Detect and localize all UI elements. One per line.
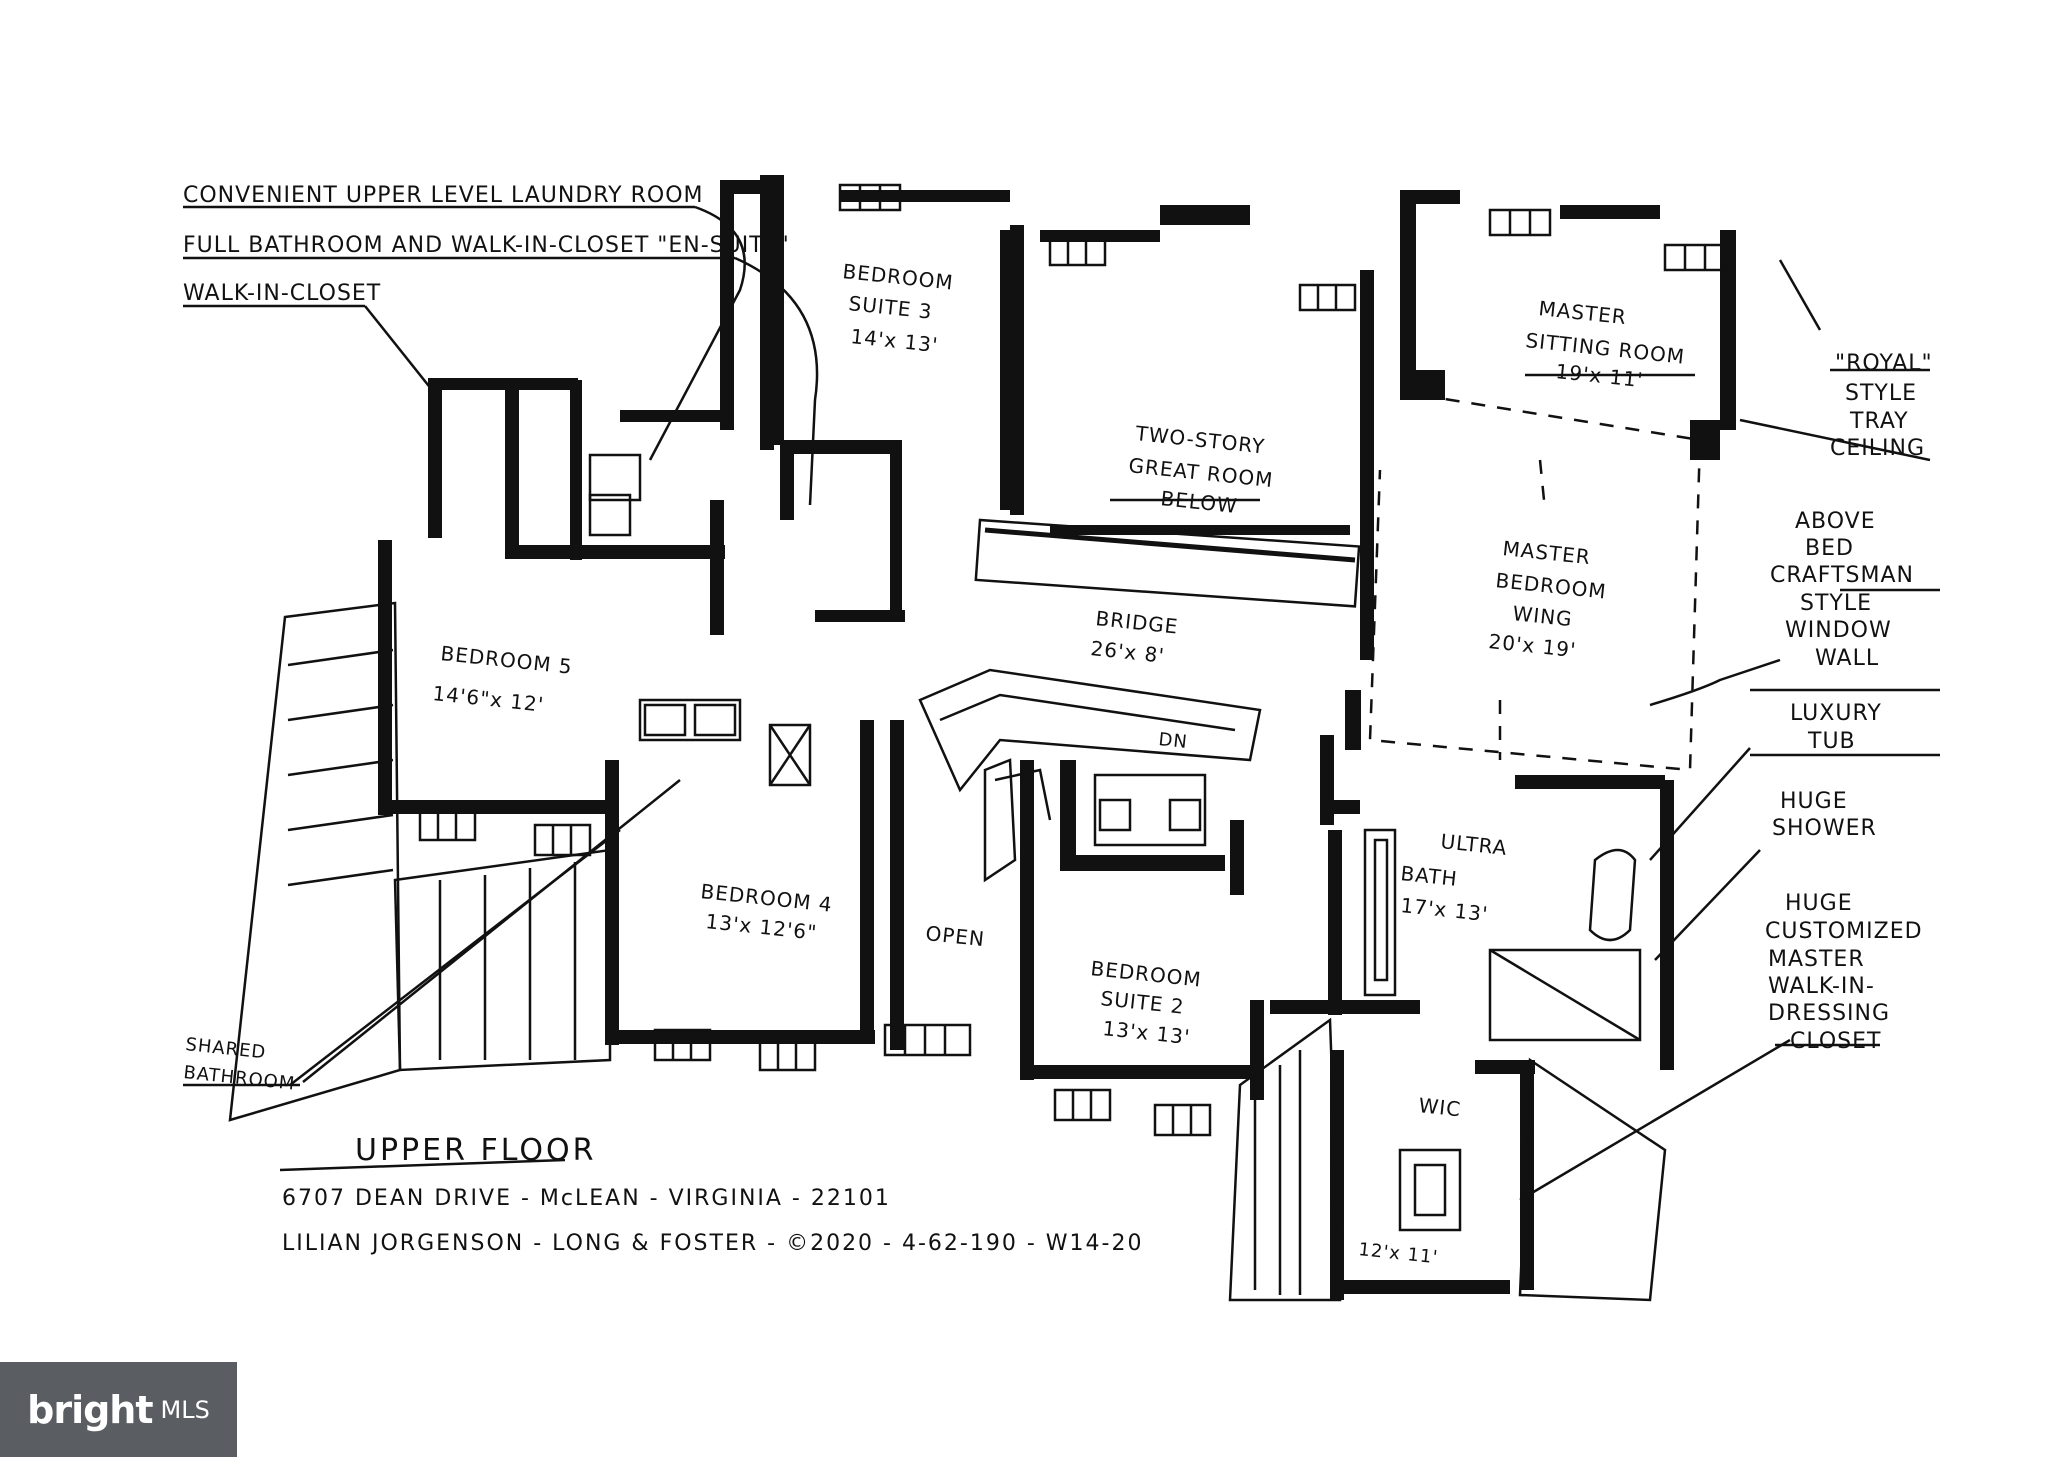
callout-closet-1: HUGE — [1785, 891, 1853, 916]
master-sitting-name-2: SITTING ROOM — [1524, 328, 1686, 369]
master-bedroom-dim: 20'x 19' — [1487, 629, 1577, 662]
callout-closet-5: DRESSING — [1768, 1001, 1890, 1026]
bridge-dim: 26'x 8' — [1089, 636, 1165, 668]
callout-closet-6: CLOSET — [1790, 1029, 1881, 1054]
ultra-bath-name-2: BATH — [1399, 861, 1458, 891]
callouts: CONVENIENT UPPER LEVEL LAUNDRY ROOM FULL… — [182, 183, 1933, 1095]
bedroom-suite-3-name-2: SUITE 3 — [847, 291, 933, 324]
logo-suffix: MLS — [160, 1395, 210, 1424]
floor-title: UPPER FLOOR — [355, 1133, 596, 1168]
master-bedroom-name-2: BEDROOM — [1494, 568, 1607, 604]
bedroom-5-dim: 14'6"x 12' — [431, 681, 545, 717]
great-room-name-3: BELOW — [1159, 486, 1238, 518]
callout-walk-in-closet: WALK-IN-CLOSET — [183, 281, 381, 306]
callout-window-2: BED — [1805, 536, 1854, 561]
callout-tray-1: "ROYAL" — [1835, 351, 1933, 376]
open-name: OPEN — [924, 921, 986, 951]
wic-name: WIC — [1417, 1093, 1462, 1121]
callout-en-suite: FULL BATHROOM AND WALK-IN-CLOSET "EN-SUI… — [183, 233, 790, 258]
callout-window-4: STYLE — [1800, 591, 1872, 616]
walls — [378, 175, 1736, 1300]
tray-ceiling-dashes — [1368, 393, 1702, 772]
callout-tub-1: LUXURY — [1790, 701, 1882, 726]
ultra-bath-name-1: ULTRA — [1439, 829, 1508, 860]
master-sitting-name-1: MASTER — [1537, 296, 1627, 329]
address: 6707 DEAN DRIVE - McLEAN - VIRGINIA - 22… — [282, 1186, 891, 1211]
bedroom-suite-3-name-1: BEDROOM — [841, 259, 954, 295]
footer: UPPER FLOOR 6707 DEAN DRIVE - McLEAN - V… — [282, 1133, 1143, 1256]
windows — [418, 183, 1727, 1137]
bridge-name: BRIDGE — [1094, 606, 1179, 639]
master-bedroom-name-1: MASTER — [1501, 536, 1591, 569]
bedroom-suite-2-dim: 13'x 13' — [1101, 1016, 1191, 1049]
callout-closet-3: MASTER — [1768, 947, 1865, 972]
callout-shower-2: SHOWER — [1772, 816, 1877, 841]
leader-lines — [183, 205, 1940, 1202]
callout-shower-1: HUGE — [1780, 789, 1848, 814]
callout-closet-2: CUSTOMIZED — [1765, 919, 1923, 944]
bedroom-4-dim: 13'x 12'6" — [704, 909, 818, 945]
callout-window-3: CRAFTSMAN — [1770, 563, 1914, 588]
bright-mls-logo: bright MLS — [0, 1362, 237, 1457]
callout-tray-2: STYLE — [1845, 381, 1917, 406]
bedroom-5-name: BEDROOM 5 — [439, 641, 573, 679]
master-sitting-dim: 19'x 11' — [1554, 359, 1644, 392]
credit-line: LILIAN JORGENSON - LONG & FOSTER - ©2020… — [282, 1231, 1143, 1256]
right-roof-outline — [1228, 1017, 1667, 1302]
great-room-name-1: TWO-STORY — [1133, 421, 1266, 459]
great-room-name-2: GREAT ROOM — [1127, 453, 1274, 492]
callout-shared-1: SHARED — [184, 1034, 267, 1063]
callout-laundry: CONVENIENT UPPER LEVEL LAUNDRY ROOM — [183, 183, 704, 208]
bedroom-suite-2-name-2: SUITE 2 — [1099, 986, 1185, 1019]
callout-window-5: WINDOW — [1785, 618, 1892, 643]
room-labels: BEDROOM SUITE 3 14'x 13' TWO-STORY GREAT… — [431, 259, 1686, 1268]
dn-name: DN — [1157, 729, 1188, 753]
callout-shared-2: BATHROOM — [182, 1062, 296, 1095]
callout-window-1: ABOVE — [1795, 509, 1876, 534]
wic-dim: 12'x 11' — [1357, 1239, 1439, 1268]
callout-closet-4: WALK-IN- — [1768, 974, 1875, 999]
callout-tray-3: TRAY — [1849, 409, 1909, 434]
left-roof-outline — [228, 601, 612, 1122]
stairs-and-details — [588, 453, 1642, 1232]
callout-tray-4: CEILING — [1830, 436, 1925, 461]
master-bedroom-name-3: WING — [1511, 601, 1573, 631]
callout-tub-2: TUB — [1807, 729, 1856, 754]
logo-brand: bright — [27, 1387, 153, 1432]
ultra-bath-dim: 17'x 13' — [1399, 893, 1489, 926]
bedroom-suite-3-dim: 14'x 13' — [849, 324, 939, 357]
callout-window-6: WALL — [1815, 646, 1879, 671]
